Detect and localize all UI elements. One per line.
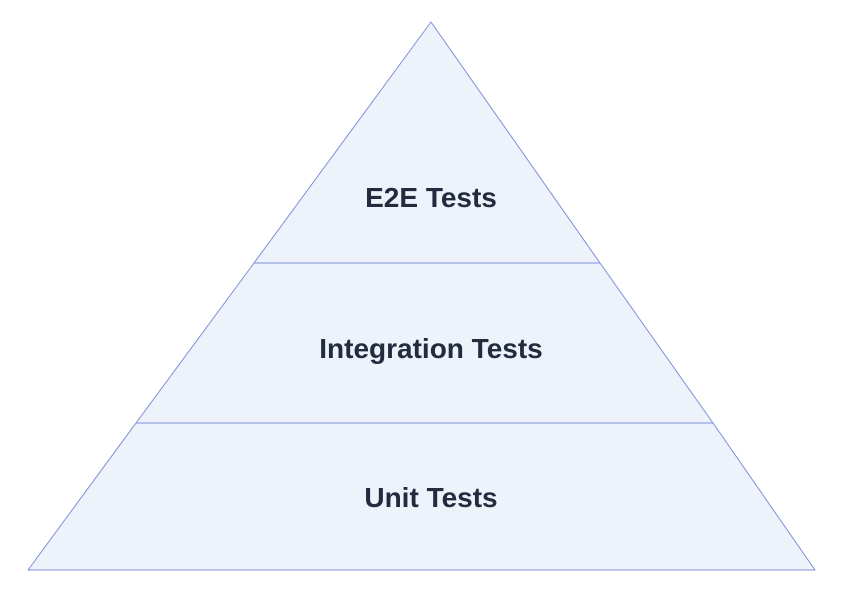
pyramid-level-e2e-label: E2E Tests (365, 182, 497, 213)
pyramid-level-e2e-shape (253, 21, 601, 264)
pyramid-level-unit-label: Unit Tests (364, 482, 497, 513)
pyramid-level-integration-label: Integration Tests (319, 333, 543, 364)
pyramid-level-unit-shape (27, 422, 816, 571)
